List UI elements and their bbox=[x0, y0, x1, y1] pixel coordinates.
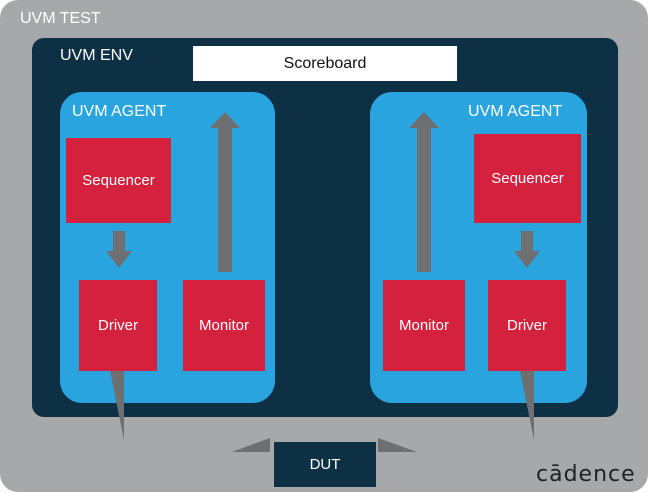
arrow-driver-to-dut-right bbox=[520, 371, 534, 440]
arrow-driver-to-dut-left bbox=[110, 371, 124, 440]
agent-right-label: UVM AGENT bbox=[468, 103, 563, 120]
uvm-env-label: UVM ENV bbox=[60, 47, 133, 64]
arrow-dut-to-monitor-left bbox=[232, 438, 270, 452]
monitor-right: Monitor bbox=[383, 280, 465, 371]
arrow-monitor-up-left bbox=[210, 112, 240, 272]
driver-left: Driver bbox=[79, 280, 157, 371]
monitor-left: Monitor bbox=[183, 280, 265, 371]
scoreboard-box: Scoreboard bbox=[193, 46, 457, 81]
driver-right: Driver bbox=[488, 280, 566, 371]
agent-left-label: UVM AGENT bbox=[72, 103, 167, 120]
arrow-seq-to-driver-left bbox=[106, 231, 132, 268]
arrow-monitor-up-right bbox=[409, 112, 439, 272]
arrow-seq-to-driver-right bbox=[514, 231, 540, 268]
arrow-dut-to-monitor-right bbox=[378, 438, 417, 452]
sequencer-right: Sequencer bbox=[474, 134, 581, 223]
sequencer-left: Sequencer bbox=[66, 138, 171, 223]
uvm-test-label: UVM TEST bbox=[20, 10, 101, 27]
cadence-logo: cādence bbox=[536, 462, 636, 487]
dut-box: DUT bbox=[274, 442, 376, 487]
